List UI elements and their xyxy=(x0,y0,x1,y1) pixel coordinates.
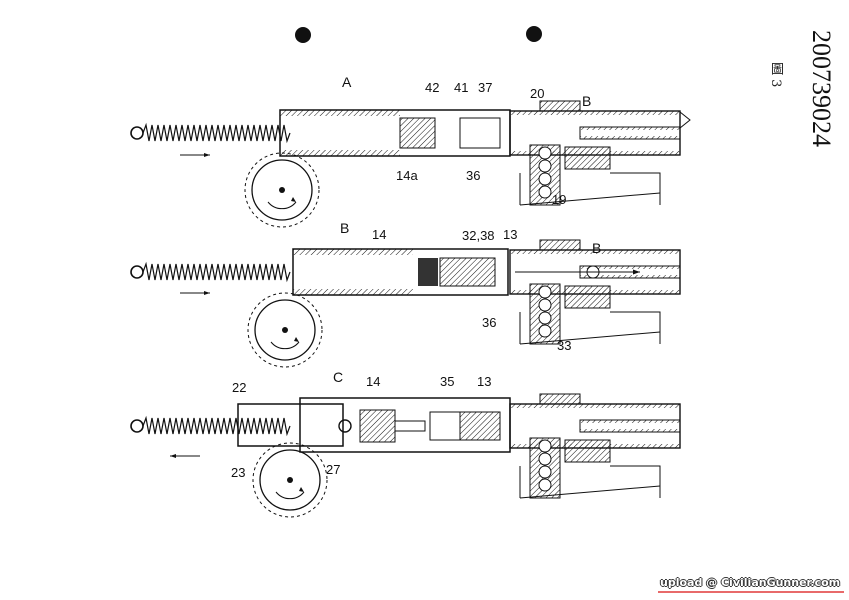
spring xyxy=(130,124,291,142)
label-42: 42 xyxy=(425,80,439,95)
label-13: 13 xyxy=(477,374,491,389)
piston xyxy=(399,117,436,149)
breech-assembly xyxy=(509,393,681,499)
piston xyxy=(418,258,438,286)
gear xyxy=(247,292,323,368)
registration-dot xyxy=(295,27,311,43)
breech-assembly xyxy=(509,100,681,206)
view-b-title: B xyxy=(340,220,349,236)
label-32-38: 32,38 xyxy=(462,228,495,243)
label-27: 27 xyxy=(326,462,340,477)
label-22: 22 xyxy=(232,380,246,395)
label-35: 35 xyxy=(440,374,454,389)
view-c-title: C xyxy=(333,369,343,385)
registration-dot xyxy=(526,26,542,42)
view-c: C 22 14 35 13 23 27 xyxy=(130,369,681,518)
label-19: 19 xyxy=(552,192,566,207)
label-14: 14 xyxy=(366,374,380,389)
watermark-underline xyxy=(658,591,844,593)
label-36: 36 xyxy=(482,315,496,330)
label-13: 13 xyxy=(503,227,517,242)
spring xyxy=(130,417,291,435)
label-33: 33 xyxy=(557,338,571,353)
spring xyxy=(130,263,291,281)
figure-label: 圖 3 xyxy=(768,62,783,88)
view-a: A 42 41 37 20 B 14a 36 19 xyxy=(130,74,691,228)
label-23: 23 xyxy=(231,465,245,480)
view-a-title: A xyxy=(342,74,352,90)
label-41: 41 xyxy=(454,80,468,95)
label-36: 36 xyxy=(466,168,480,183)
label-b: B xyxy=(582,93,591,109)
watermark: upload @ CivilianGunner.com xyxy=(660,576,841,589)
view-b: B 14 32,38 13 B 36 33 xyxy=(130,220,681,368)
label-37: 37 xyxy=(478,80,492,95)
label-14: 14 xyxy=(372,227,386,242)
cylinder xyxy=(279,109,511,157)
patent-number: 200739024 xyxy=(807,30,836,147)
label-b: B xyxy=(592,240,601,256)
label-20: 20 xyxy=(530,86,544,101)
gear xyxy=(252,442,328,518)
gear xyxy=(244,152,320,228)
label-14a: 14a xyxy=(396,168,418,183)
piston xyxy=(359,409,396,443)
